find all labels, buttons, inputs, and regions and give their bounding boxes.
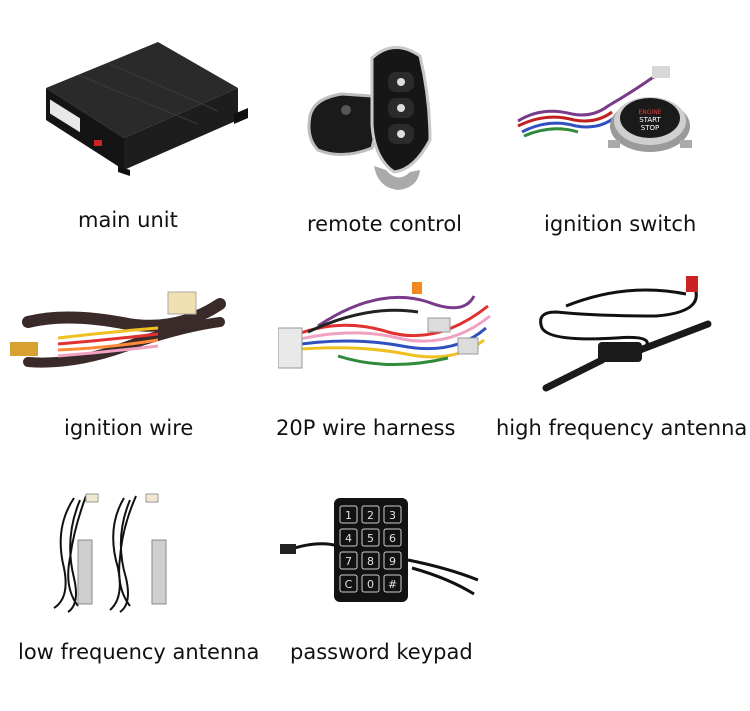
switch-engine-text: ENGINE bbox=[639, 109, 662, 116]
keypad-key-label: 0 bbox=[367, 578, 374, 591]
label-ignition-wire: ignition wire bbox=[64, 416, 194, 440]
keypad-key bbox=[383, 505, 402, 524]
keypad-key-label: 3 bbox=[389, 509, 396, 522]
keypad-key-label: 6 bbox=[389, 532, 396, 545]
keypad-key bbox=[361, 551, 380, 570]
keypad-key-label: 2 bbox=[367, 509, 374, 522]
low-frequency-antenna-image bbox=[53, 493, 167, 613]
keypad-key bbox=[361, 574, 380, 593]
keypad-key bbox=[361, 528, 380, 547]
label-ignition-switch: ignition switch bbox=[544, 212, 697, 236]
remote-control-image bbox=[307, 46, 432, 190]
keypad-key-label: C bbox=[345, 578, 353, 591]
keypad-key-label: 1 bbox=[345, 509, 352, 522]
label-main-unit: main unit bbox=[78, 208, 178, 232]
label-remote-control: remote control bbox=[307, 212, 463, 236]
password-keypad-image: 1 2 3 4 5 6 7 8 9C 0 # bbox=[280, 498, 479, 602]
ignition-switch-image: ENGINE START STOP bbox=[517, 66, 692, 152]
label-wire-harness: 20P wire harness bbox=[276, 416, 456, 440]
ignition-wire-image bbox=[10, 291, 226, 368]
keypad-key bbox=[361, 505, 380, 524]
switch-start-text: START bbox=[639, 116, 661, 124]
keypad-key bbox=[339, 574, 358, 593]
keypad-key-label: 4 bbox=[345, 532, 352, 545]
keypad-key-label: 5 bbox=[367, 532, 374, 545]
keypad-key-label: 9 bbox=[389, 555, 396, 568]
high-frequency-antenna-image bbox=[539, 276, 712, 392]
keypad-key-label: 7 bbox=[345, 555, 352, 568]
keypad-key bbox=[383, 574, 402, 593]
keypad-key bbox=[383, 551, 402, 570]
keypad-key-label: 8 bbox=[367, 555, 374, 568]
wire-harness-image bbox=[278, 282, 491, 369]
keypad-key bbox=[339, 528, 358, 547]
keypad-key bbox=[339, 551, 358, 570]
main-unit-image bbox=[46, 42, 248, 176]
keypad-key bbox=[339, 505, 358, 524]
keypad-keys: 1 2 3 4 5 6 7 8 9C 0 # bbox=[339, 505, 402, 593]
label-password-keypad: password keypad bbox=[290, 640, 473, 664]
keypad-key bbox=[383, 528, 402, 547]
keypad-key-label: # bbox=[388, 578, 397, 591]
label-high-frequency-antenna: high frequency antenna bbox=[496, 416, 748, 440]
label-low-frequency-antenna: low frequency antenna bbox=[18, 640, 260, 664]
switch-stop-text: STOP bbox=[641, 124, 659, 132]
